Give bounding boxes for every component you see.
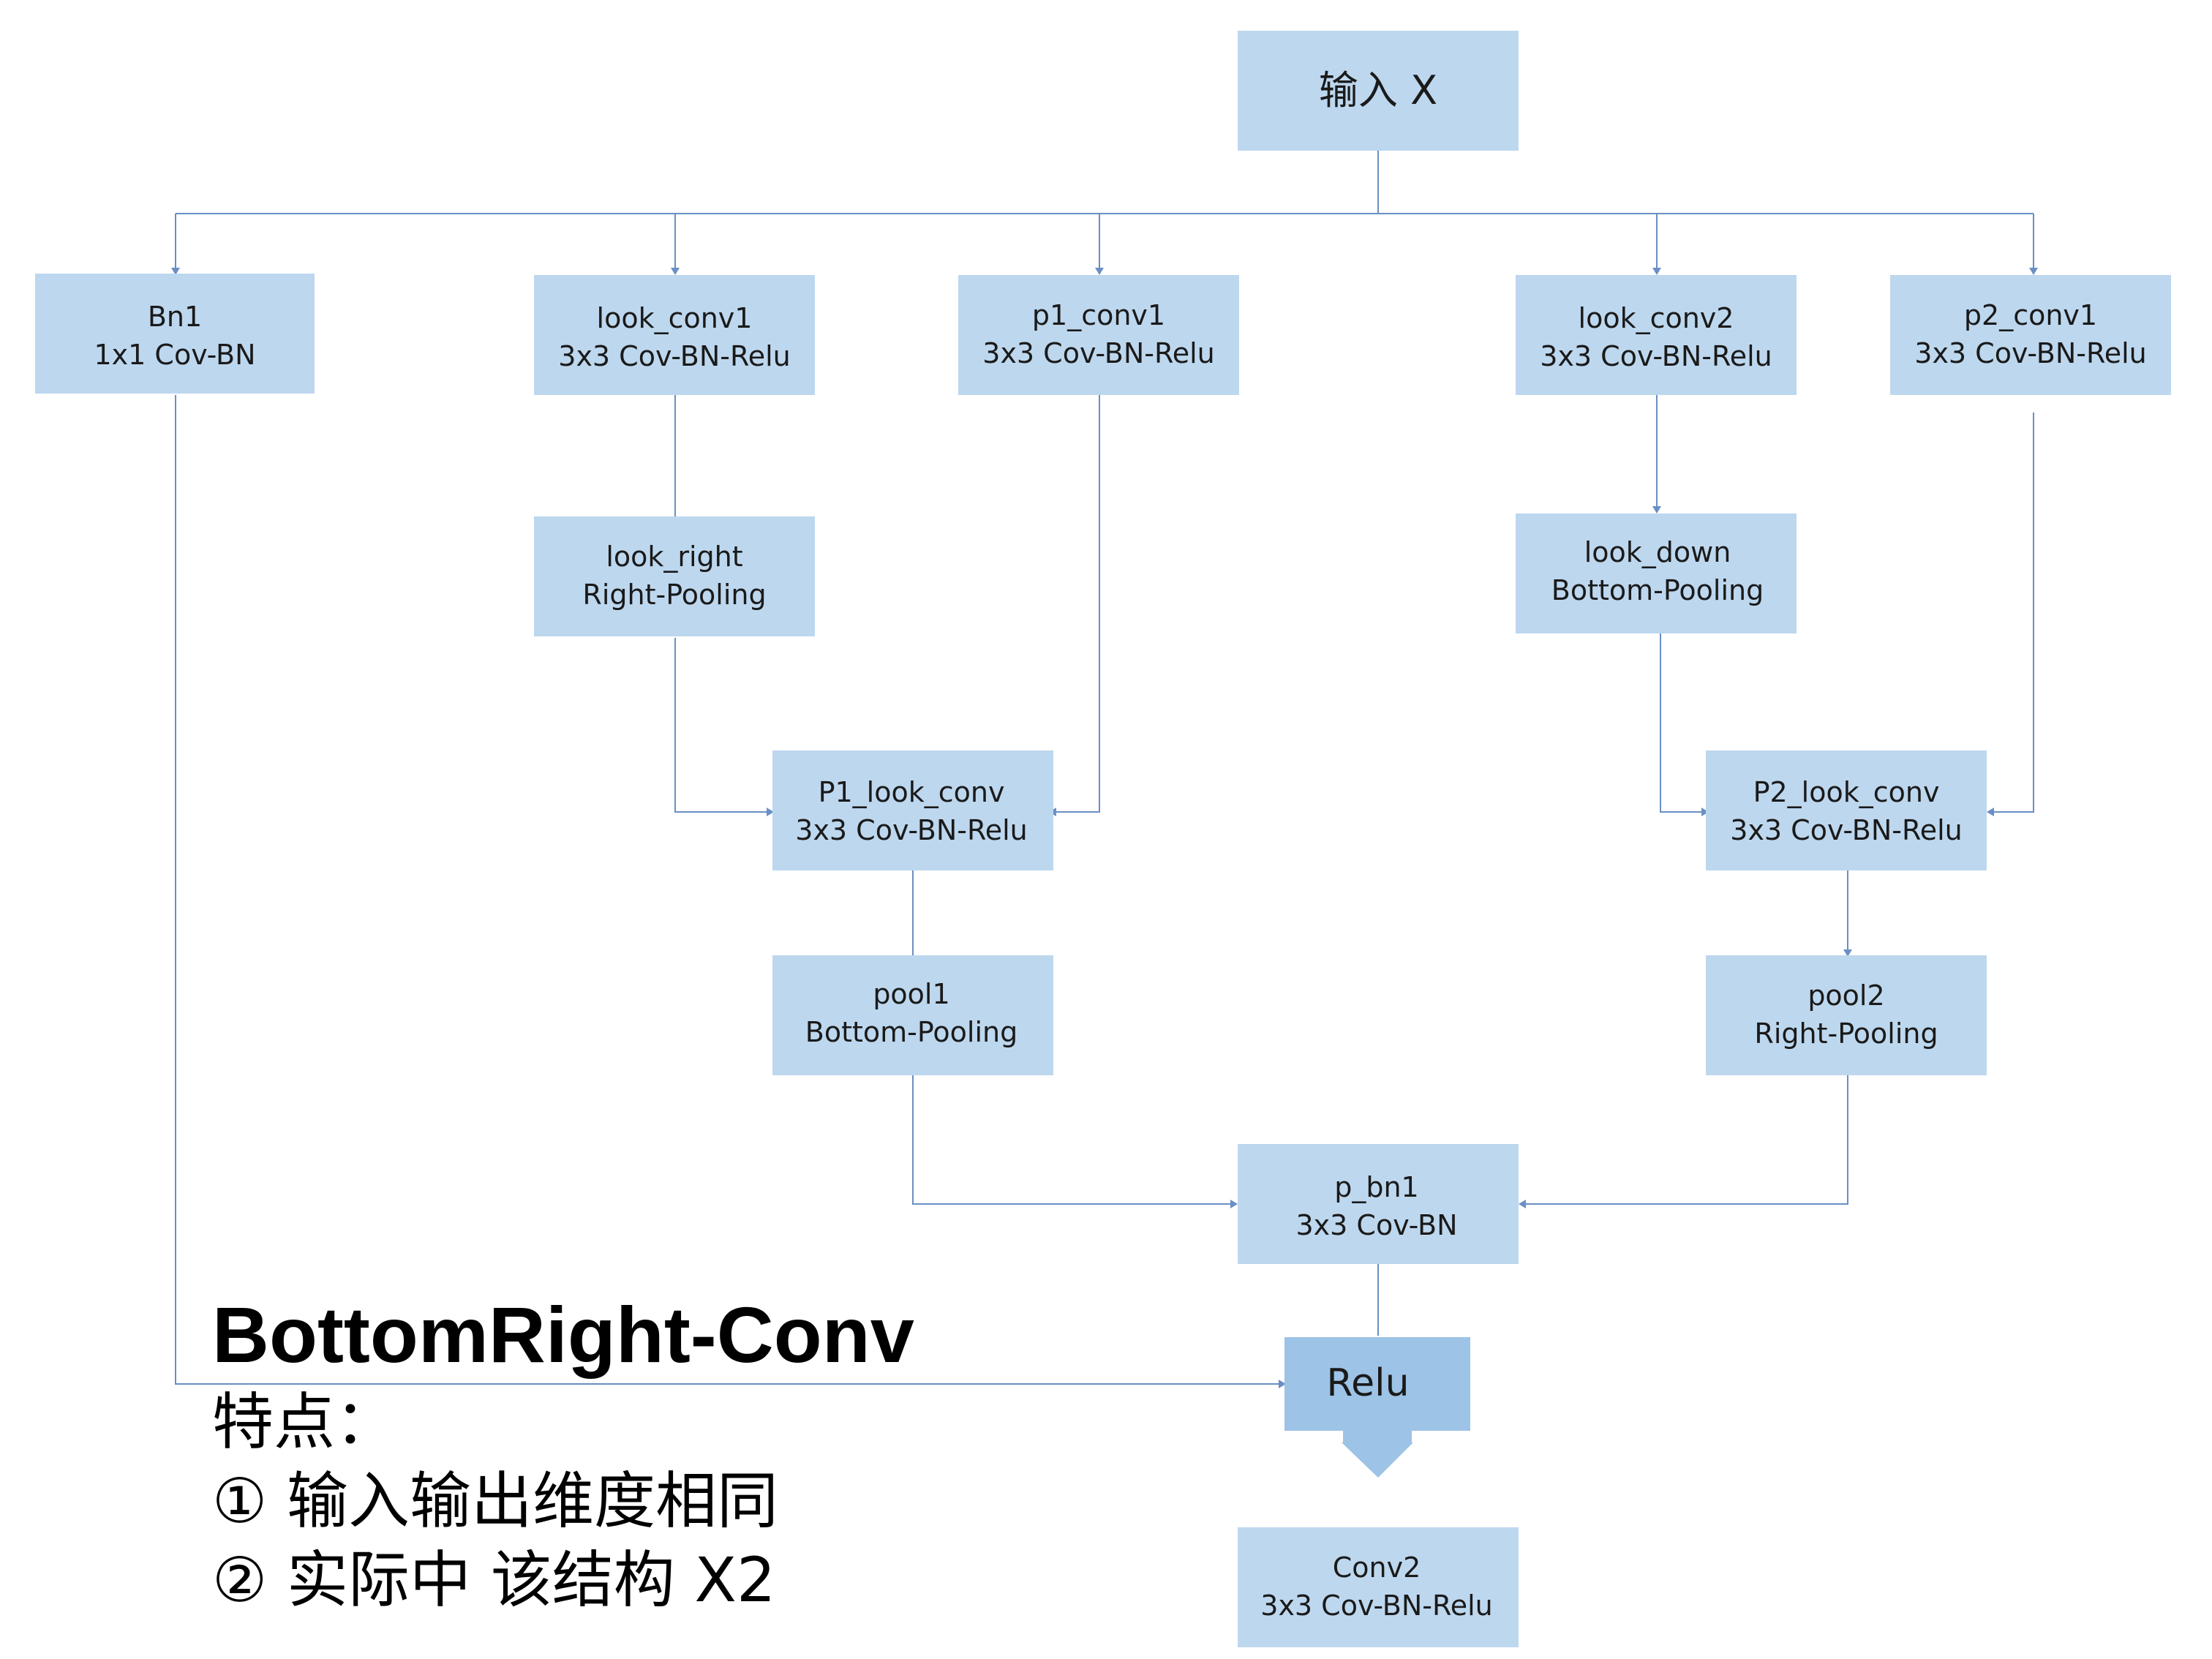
- node-p2-conv1-op: 3x3 Cov-BN-Relu: [1914, 337, 2146, 369]
- node-p-bn1-name: p_bn1: [1334, 1171, 1419, 1203]
- node-look-right: look_right Right-Pooling: [534, 516, 815, 636]
- caption-item-1: ① 输入输出维度相同: [212, 1465, 779, 1537]
- node-p2-look-conv-op: 3x3 Cov-BN-Relu: [1730, 814, 1962, 846]
- node-input-label: 输入 X: [1319, 67, 1437, 113]
- arrowhead-p-bn1-left: [1230, 1200, 1238, 1208]
- edge-p2-conv1-to-p2-look-conv: [1991, 413, 2034, 813]
- node-p1-look-conv: P1_look_conv 3x3 Cov-BN-Relu: [772, 750, 1053, 870]
- node-pool1: pool1 Bottom-Pooling: [772, 955, 1053, 1075]
- arrowhead-p-bn1-right: [1519, 1200, 1526, 1208]
- edge-look-right-to-p1-look-conv: [674, 638, 770, 813]
- arrowhead-p1-look-conv-left: [767, 808, 774, 816]
- arrowhead-look-down: [1652, 506, 1661, 514]
- caption-block: BottomRight-Conv 特点： ① 输入输出维度相同 ② 实际中 该结…: [212, 1287, 914, 1620]
- node-look-conv1-op: 3x3 Cov-BN-Relu: [558, 340, 790, 372]
- node-bn1-name: Bn1: [148, 301, 202, 333]
- node-conv2-op: 3x3 Cov-BN-Relu: [1260, 1590, 1492, 1622]
- node-p2-conv1: p2_conv1 3x3 Cov-BN-Relu: [1890, 275, 2171, 395]
- caption-item-2: ② 实际中 该结构 X2: [212, 1544, 776, 1616]
- edge-p1-conv1-to-p1-look-conv: [1053, 395, 1100, 813]
- edge-pool1-to-p-bn1: [912, 1075, 1233, 1205]
- arrowhead-look-conv1: [671, 268, 680, 275]
- node-look-right-name: look_right: [606, 541, 742, 573]
- node-look-conv1: look_conv1 3x3 Cov-BN-Relu: [534, 275, 815, 395]
- node-p2-conv1-name: p2_conv1: [1964, 299, 2097, 331]
- node-look-down: look_down Bottom-Pooling: [1516, 514, 1797, 633]
- node-p2-look-conv: P2_look_conv 3x3 Cov-BN-Relu: [1706, 750, 1987, 870]
- node-input: 输入 X: [1238, 31, 1519, 151]
- node-p1-look-conv-op: 3x3 Cov-BN-Relu: [795, 814, 1027, 846]
- caption-features-label: 特点：: [212, 1386, 397, 1458]
- node-pool1-op: Bottom-Pooling: [805, 1016, 1017, 1048]
- node-p1-conv1: p1_conv1 3x3 Cov-BN-Relu: [958, 275, 1239, 395]
- node-p1-look-conv-name: P1_look_conv: [819, 776, 1005, 808]
- node-look-conv2: look_conv2 3x3 Cov-BN-Relu: [1516, 275, 1797, 395]
- caption-title: BottomRight-Conv: [212, 1290, 914, 1379]
- node-look-conv1-name: look_conv1: [597, 302, 753, 334]
- node-conv2: Conv2 3x3 Cov-BN-Relu: [1238, 1527, 1519, 1647]
- down-arrow-icon: [1342, 1431, 1413, 1478]
- node-pool1-name: pool1: [873, 978, 949, 1010]
- node-bn1-op: 1x1 Cov-BN: [94, 339, 255, 371]
- node-look-conv2-name: look_conv2: [1579, 302, 1734, 334]
- edge-bn1-to-relu: [175, 395, 1282, 1385]
- node-relu: Relu: [1284, 1337, 1470, 1478]
- node-pool2-op: Right-Pooling: [1754, 1017, 1938, 1050]
- node-p-bn1-op: 3x3 Cov-BN: [1295, 1209, 1457, 1241]
- node-look-conv2-op: 3x3 Cov-BN-Relu: [1540, 340, 1772, 372]
- node-pool2: pool2 Right-Pooling: [1706, 955, 1987, 1075]
- edge-look-down-to-p2-look-conv: [1660, 633, 1704, 813]
- node-pool2-name: pool2: [1807, 979, 1884, 1012]
- arrowhead-pool2: [1843, 949, 1852, 957]
- node-relu-label: Relu: [1326, 1361, 1409, 1405]
- node-p1-conv1-op: 3x3 Cov-BN-Relu: [982, 337, 1214, 369]
- arrowhead-relu-left: [1279, 1380, 1286, 1388]
- node-p1-conv1-name: p1_conv1: [1032, 299, 1165, 331]
- node-look-right-op: Right-Pooling: [582, 579, 766, 611]
- node-look-down-op: Bottom-Pooling: [1551, 574, 1764, 606]
- edges: [175, 149, 2034, 1385]
- arrowhead-p2-look-conv-right: [1987, 808, 1994, 816]
- arrowhead-p2-conv1: [2029, 268, 2038, 275]
- node-look-down-name: look_down: [1584, 536, 1731, 568]
- arrowhead-p1-conv1: [1095, 268, 1104, 275]
- edge-pool2-to-p-bn1: [1523, 1075, 1848, 1205]
- node-bn1: Bn1 1x1 Cov-BN: [35, 274, 315, 394]
- arrowhead-look-conv2: [1652, 268, 1661, 275]
- node-p2-look-conv-name: P2_look_conv: [1753, 776, 1940, 808]
- node-conv2-name: Conv2: [1333, 1551, 1421, 1584]
- arrowhead-bn1: [171, 268, 180, 275]
- arrowhead-p2-look-conv-left: [1701, 808, 1709, 816]
- node-p-bn1: p_bn1 3x3 Cov-BN: [1238, 1144, 1519, 1264]
